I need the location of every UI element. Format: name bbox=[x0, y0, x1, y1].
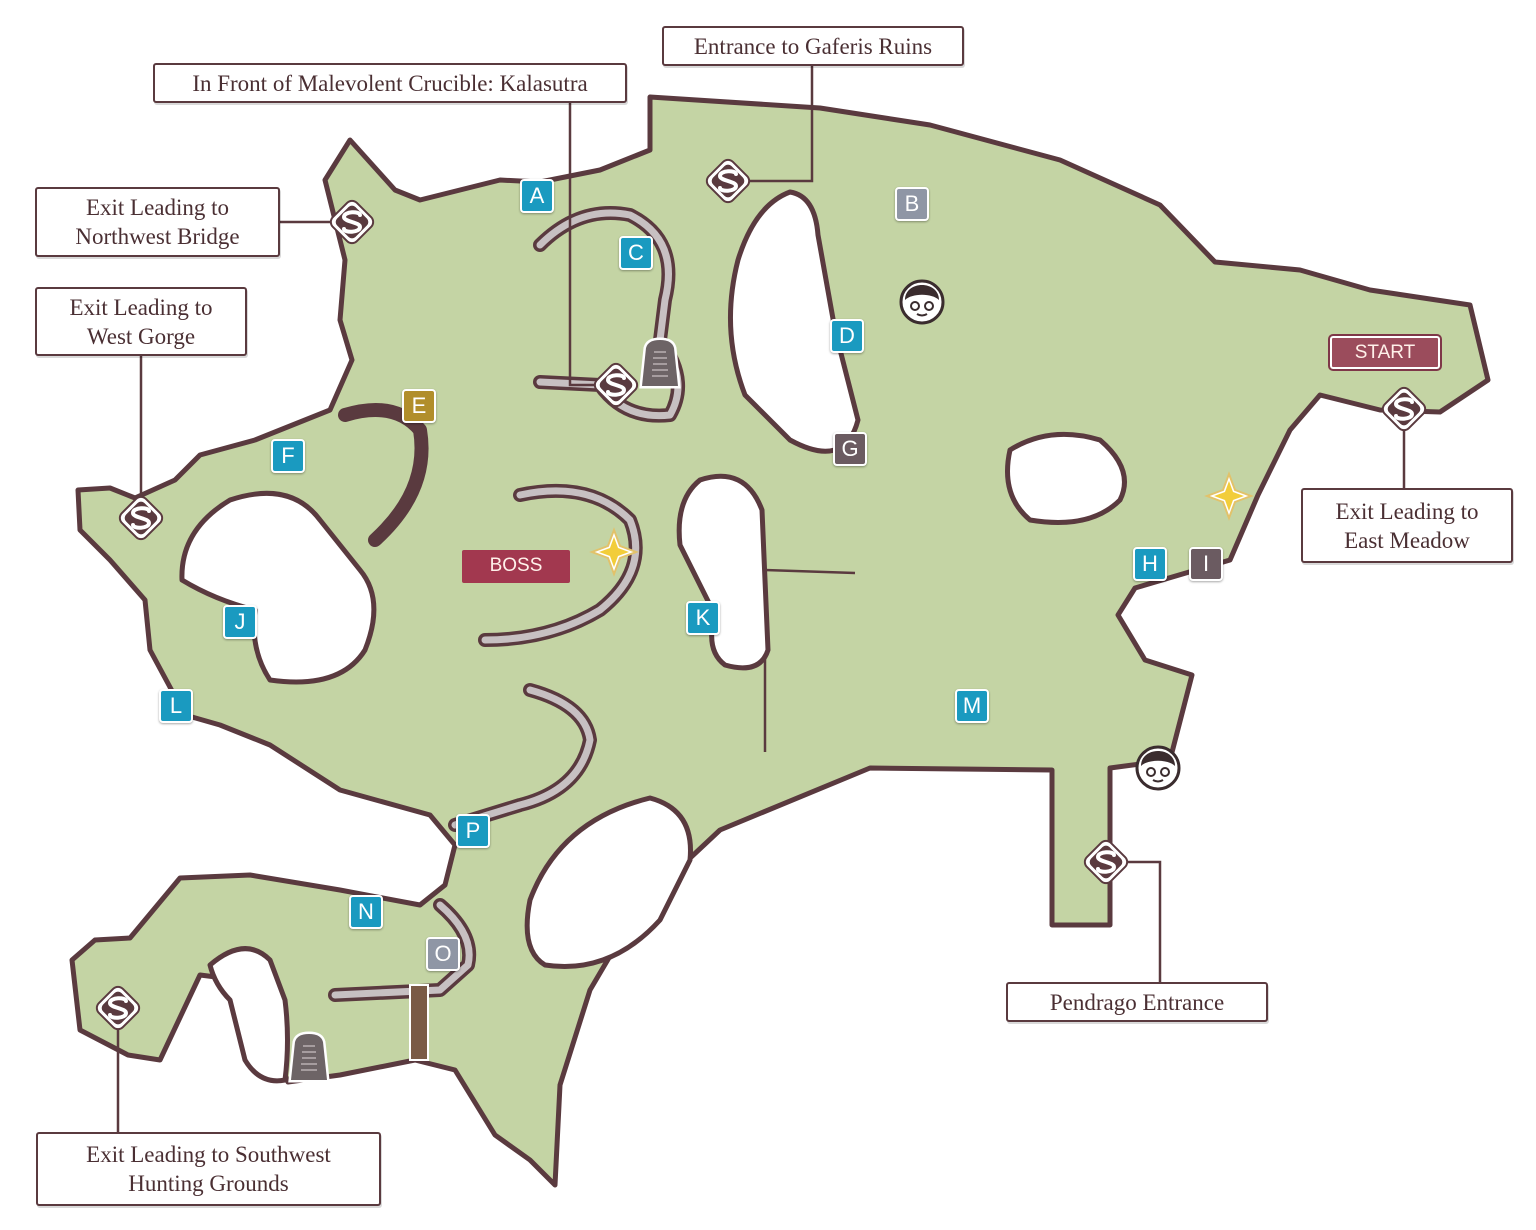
marker-g[interactable]: G bbox=[833, 432, 867, 466]
gravestone-icon[interactable] bbox=[291, 1034, 327, 1080]
callout-northwest-bridge[interactable]: Exit Leading to Northwest Bridge bbox=[35, 187, 280, 257]
callout-west-gorge[interactable]: Exit Leading to West Gorge bbox=[35, 287, 247, 356]
marker-o[interactable]: O bbox=[426, 937, 460, 971]
npc-face-icon[interactable] bbox=[899, 279, 945, 325]
callout-southwest-hunting-grounds[interactable]: Exit Leading to Southwest Hunting Ground… bbox=[36, 1132, 381, 1206]
marker-c[interactable]: C bbox=[619, 236, 653, 270]
start-tag: START bbox=[1328, 334, 1442, 371]
callout-pendrago-entrance[interactable]: Pendrago Entrance bbox=[1006, 982, 1268, 1022]
gravestone-icon[interactable] bbox=[642, 340, 678, 386]
callout-gaferis-ruins[interactable]: Entrance to Gaferis Ruins bbox=[662, 26, 964, 66]
marker-m[interactable]: M bbox=[955, 689, 989, 723]
marker-f[interactable]: F bbox=[271, 439, 305, 473]
boundary-lines bbox=[763, 568, 856, 752]
marker-p[interactable]: P bbox=[456, 814, 490, 848]
marker-k[interactable]: K bbox=[686, 601, 720, 635]
marker-h[interactable]: H bbox=[1133, 547, 1167, 581]
lakes bbox=[179, 189, 1127, 1084]
marker-j[interactable]: J bbox=[223, 605, 257, 639]
marker-b[interactable]: B bbox=[895, 187, 929, 221]
landmass bbox=[69, 94, 1491, 1188]
marker-l[interactable]: L bbox=[159, 689, 193, 723]
marker-d[interactable]: D bbox=[830, 319, 864, 353]
callout-east-meadow[interactable]: Exit Leading to East Meadow bbox=[1301, 488, 1513, 563]
npc-face-icon[interactable] bbox=[1135, 745, 1181, 791]
marker-e[interactable]: E bbox=[402, 389, 436, 423]
marker-i[interactable]: I bbox=[1189, 547, 1223, 581]
boss-tag: BOSS bbox=[462, 550, 570, 583]
callout-malevolent-crucible[interactable]: In Front of Malevolent Crucible: Kalasut… bbox=[153, 63, 627, 103]
gate-icon bbox=[409, 984, 429, 1061]
marker-n[interactable]: N bbox=[349, 895, 383, 929]
marker-a[interactable]: A bbox=[520, 179, 554, 213]
